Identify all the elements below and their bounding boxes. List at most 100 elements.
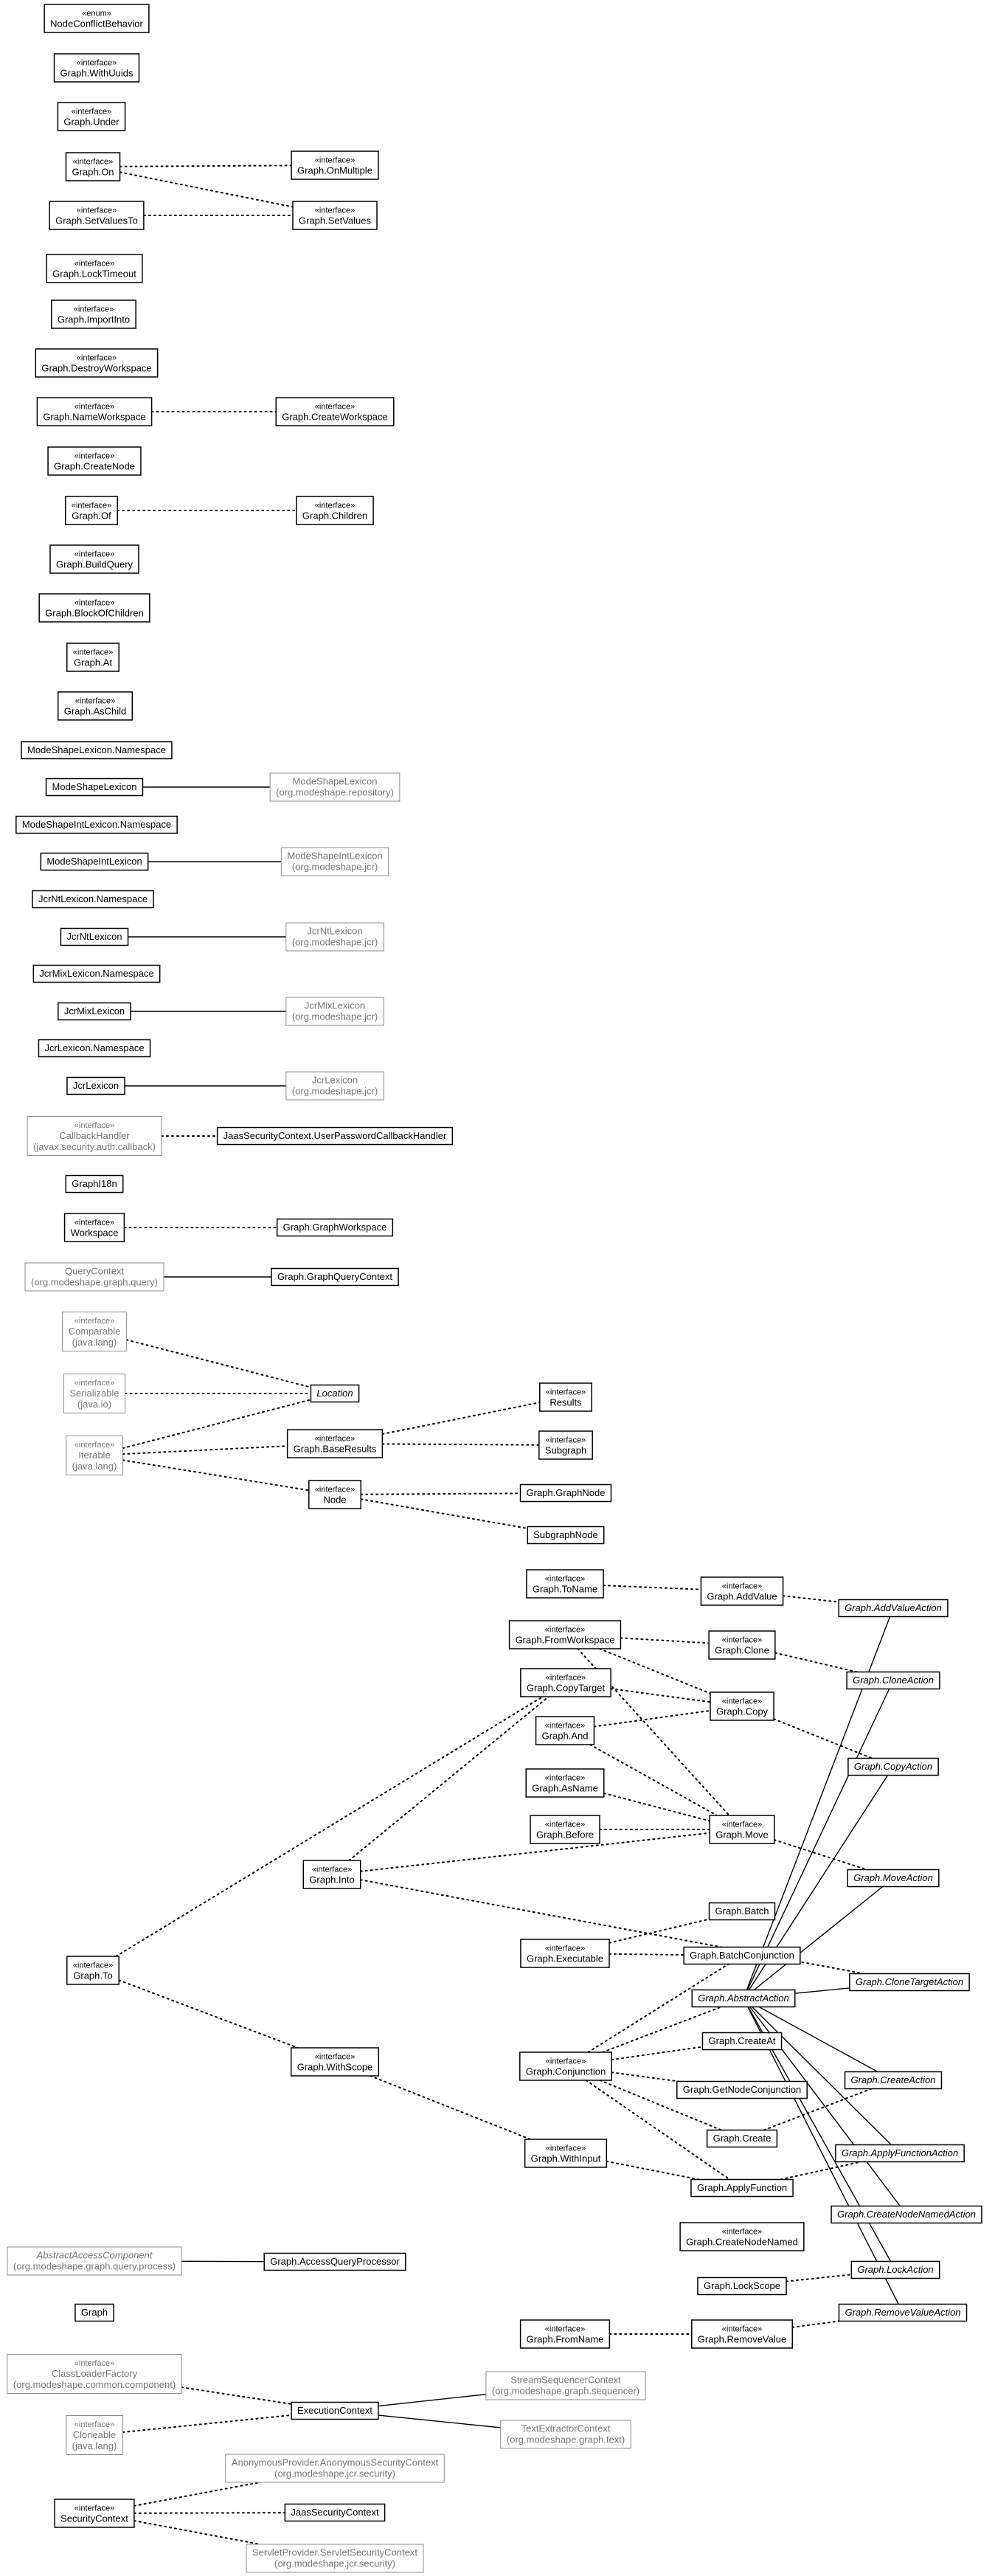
class-box-frame [701,2032,783,2051]
class-name: JaasSecurityContext.UserPasswordCallback… [223,1130,447,1141]
class-box-frame [708,1902,776,1921]
class-box-frame [524,2139,608,2168]
relation-n78-n77 [763,2088,873,2131]
diagram-nodes: «enum»NodeConflictBehavior«interface»Gra… [7,4,982,2573]
class-box-n95: «interface»Cloneable(java.lang) [66,2415,123,2455]
class-box-n7: «interface»Graph.SetValues [292,201,378,230]
relation-n53-n54 [782,1595,840,1603]
class-name: Graph.MoveAction [853,1872,933,1883]
relation-n75-n72 [601,2006,722,2053]
class-box-n100: ServletProvider.ServletSecurityContext(o… [246,2544,424,2573]
package-label: (org.modeshape.jcr) [292,862,378,873]
class-box-n21: ModeShapeLexicon [45,778,144,797]
class-box-n29: JcrMixLexicon.Namespace [32,964,161,983]
class-name: Comparable [69,1326,121,1337]
class-box-frame [51,300,136,329]
package-label: (org.modeshape.jcr.security) [274,2468,395,2479]
class-box-n97: AnonymousProvider.AnonymousSecurityConte… [225,2454,445,2483]
class-box-n10: «interface»Graph.DestroyWorkspace [35,348,159,378]
class-box-frame [847,1757,939,1776]
class-name: ModeShapeLexicon [293,776,378,787]
stereotype-label: «interface» [315,2053,355,2062]
stereotype-label: «interface» [722,2325,762,2334]
relation-n72-n89 [747,2007,899,2305]
class-box-frame [485,2371,646,2400]
class-box-frame [38,593,150,623]
relation-n68-n67 [609,1918,710,1944]
class-box-n24: ModeShapeIntLexicon [40,852,149,871]
class-box-frame [57,102,126,131]
class-name: Graph [81,2307,108,2318]
class-box-frame [519,2052,612,2081]
class-name: Graph.CloneTargetAction [856,1976,963,1987]
class-box-n90: «interface»Graph.FromName [519,2319,611,2349]
class-box-n41: Graph.GraphQueryContext [271,1267,399,1287]
class-name: QueryContext [65,1266,125,1277]
class-box-n79: «interface»Graph.WithInput [524,2139,608,2168]
class-box-frame [835,2144,965,2163]
class-box-frame [21,741,173,760]
class-box-frame [38,1039,151,1058]
class-box-frame [271,1267,399,1287]
class-box-frame [66,643,119,672]
class-box-frame [47,446,142,476]
class-box-n99: JaasSecurityContext [284,2503,386,2522]
class-box-n68: «interface»Graph.Executable [520,1939,610,1968]
class-name: JcrNtLexicon [66,931,122,942]
package-label: (java.lang) [72,1337,117,1348]
package-label: (org.modeshape.jcr.security) [274,2558,395,2569]
class-name: Location [316,1388,353,1399]
relation-n52-n53 [603,1585,702,1590]
stereotype-label: «interface» [315,403,355,412]
package-label: (org.modeshape.jcr) [292,937,378,948]
class-box-n56: «interface»Graph.Clone [708,1630,776,1660]
class-box-n54: Graph.AddValueAction [838,1599,949,1618]
class-box-n30: JcrMixLexicon [58,1002,131,1021]
class-box-n59: «interface»Graph.Copy [710,1692,774,1721]
class-box-frame [66,2415,123,2455]
class-box-frame [700,1576,784,1606]
class-box-n45: Location [310,1384,360,1403]
class-box-n9: «interface»Graph.ImportInto [51,300,136,329]
class-box-frame [46,254,143,283]
class-box-frame [296,496,374,525]
class-box-n16: «interface»Graph.BuildQuery [49,544,139,574]
class-box-n67: Graph.Batch [708,1902,776,1921]
package-label: (javax.security.auth.callback) [33,1141,156,1152]
class-box-n98: «interface»SecurityContext [54,2499,135,2528]
class-box-frame [520,1668,611,1697]
relation-n95-n94 [122,2414,293,2434]
class-name: ModeShapeIntLexicon.Namespace [22,819,171,830]
class-box-n72: Graph.AbstractAction [691,1989,796,2008]
relation-n70-n58 [115,1696,544,1957]
class-name: Graph.ApplyFunction [697,2182,787,2193]
class-name: JcrMixLexicon.Namespace [39,968,153,979]
class-box-n50: Graph.GraphNode [519,1483,612,1503]
class-box-n69: Graph.BatchConjunction [683,1946,801,1965]
relation-n75-n76 [611,2071,680,2082]
class-name: Graph.FromWorkspace [516,1635,615,1646]
class-box-frame [15,815,178,834]
class-name: JcrLexicon.Namespace [44,1042,144,1053]
class-box-n48: «interface»Subgraph [538,1430,593,1460]
stereotype-label: «interface» [546,1436,586,1445]
stereotype-label: «interface» [315,1486,355,1495]
class-box-frame [66,1076,125,1095]
stereotype-label: «interface» [73,158,113,167]
stereotype-label: «interface» [722,1582,762,1591]
package-label: (java.lang) [72,2440,117,2451]
package-label: (org.modeshape.jcr) [292,1086,378,1097]
class-box-n40: QueryContext(org.modeshape.graph.query) [24,1262,164,1292]
class-box-frame [263,2252,406,2271]
stereotype-label: «interface» [312,1866,352,1874]
class-name: Graph.AddValue [707,1591,777,1602]
stereotype-label: «interface» [545,1626,585,1635]
relation-n75-n69 [587,1963,729,2053]
stereotype-label: «interface» [315,156,355,165]
stereotype-label: «interface» [74,2420,114,2429]
class-name: JcrNtLexicon.Namespace [38,893,148,904]
class-name: Graph.RemoveValue [698,2334,786,2345]
class-box-n71: Graph.CloneTargetAction [849,1973,970,1992]
package-label: (org.modeshape.common.component) [13,2379,176,2390]
